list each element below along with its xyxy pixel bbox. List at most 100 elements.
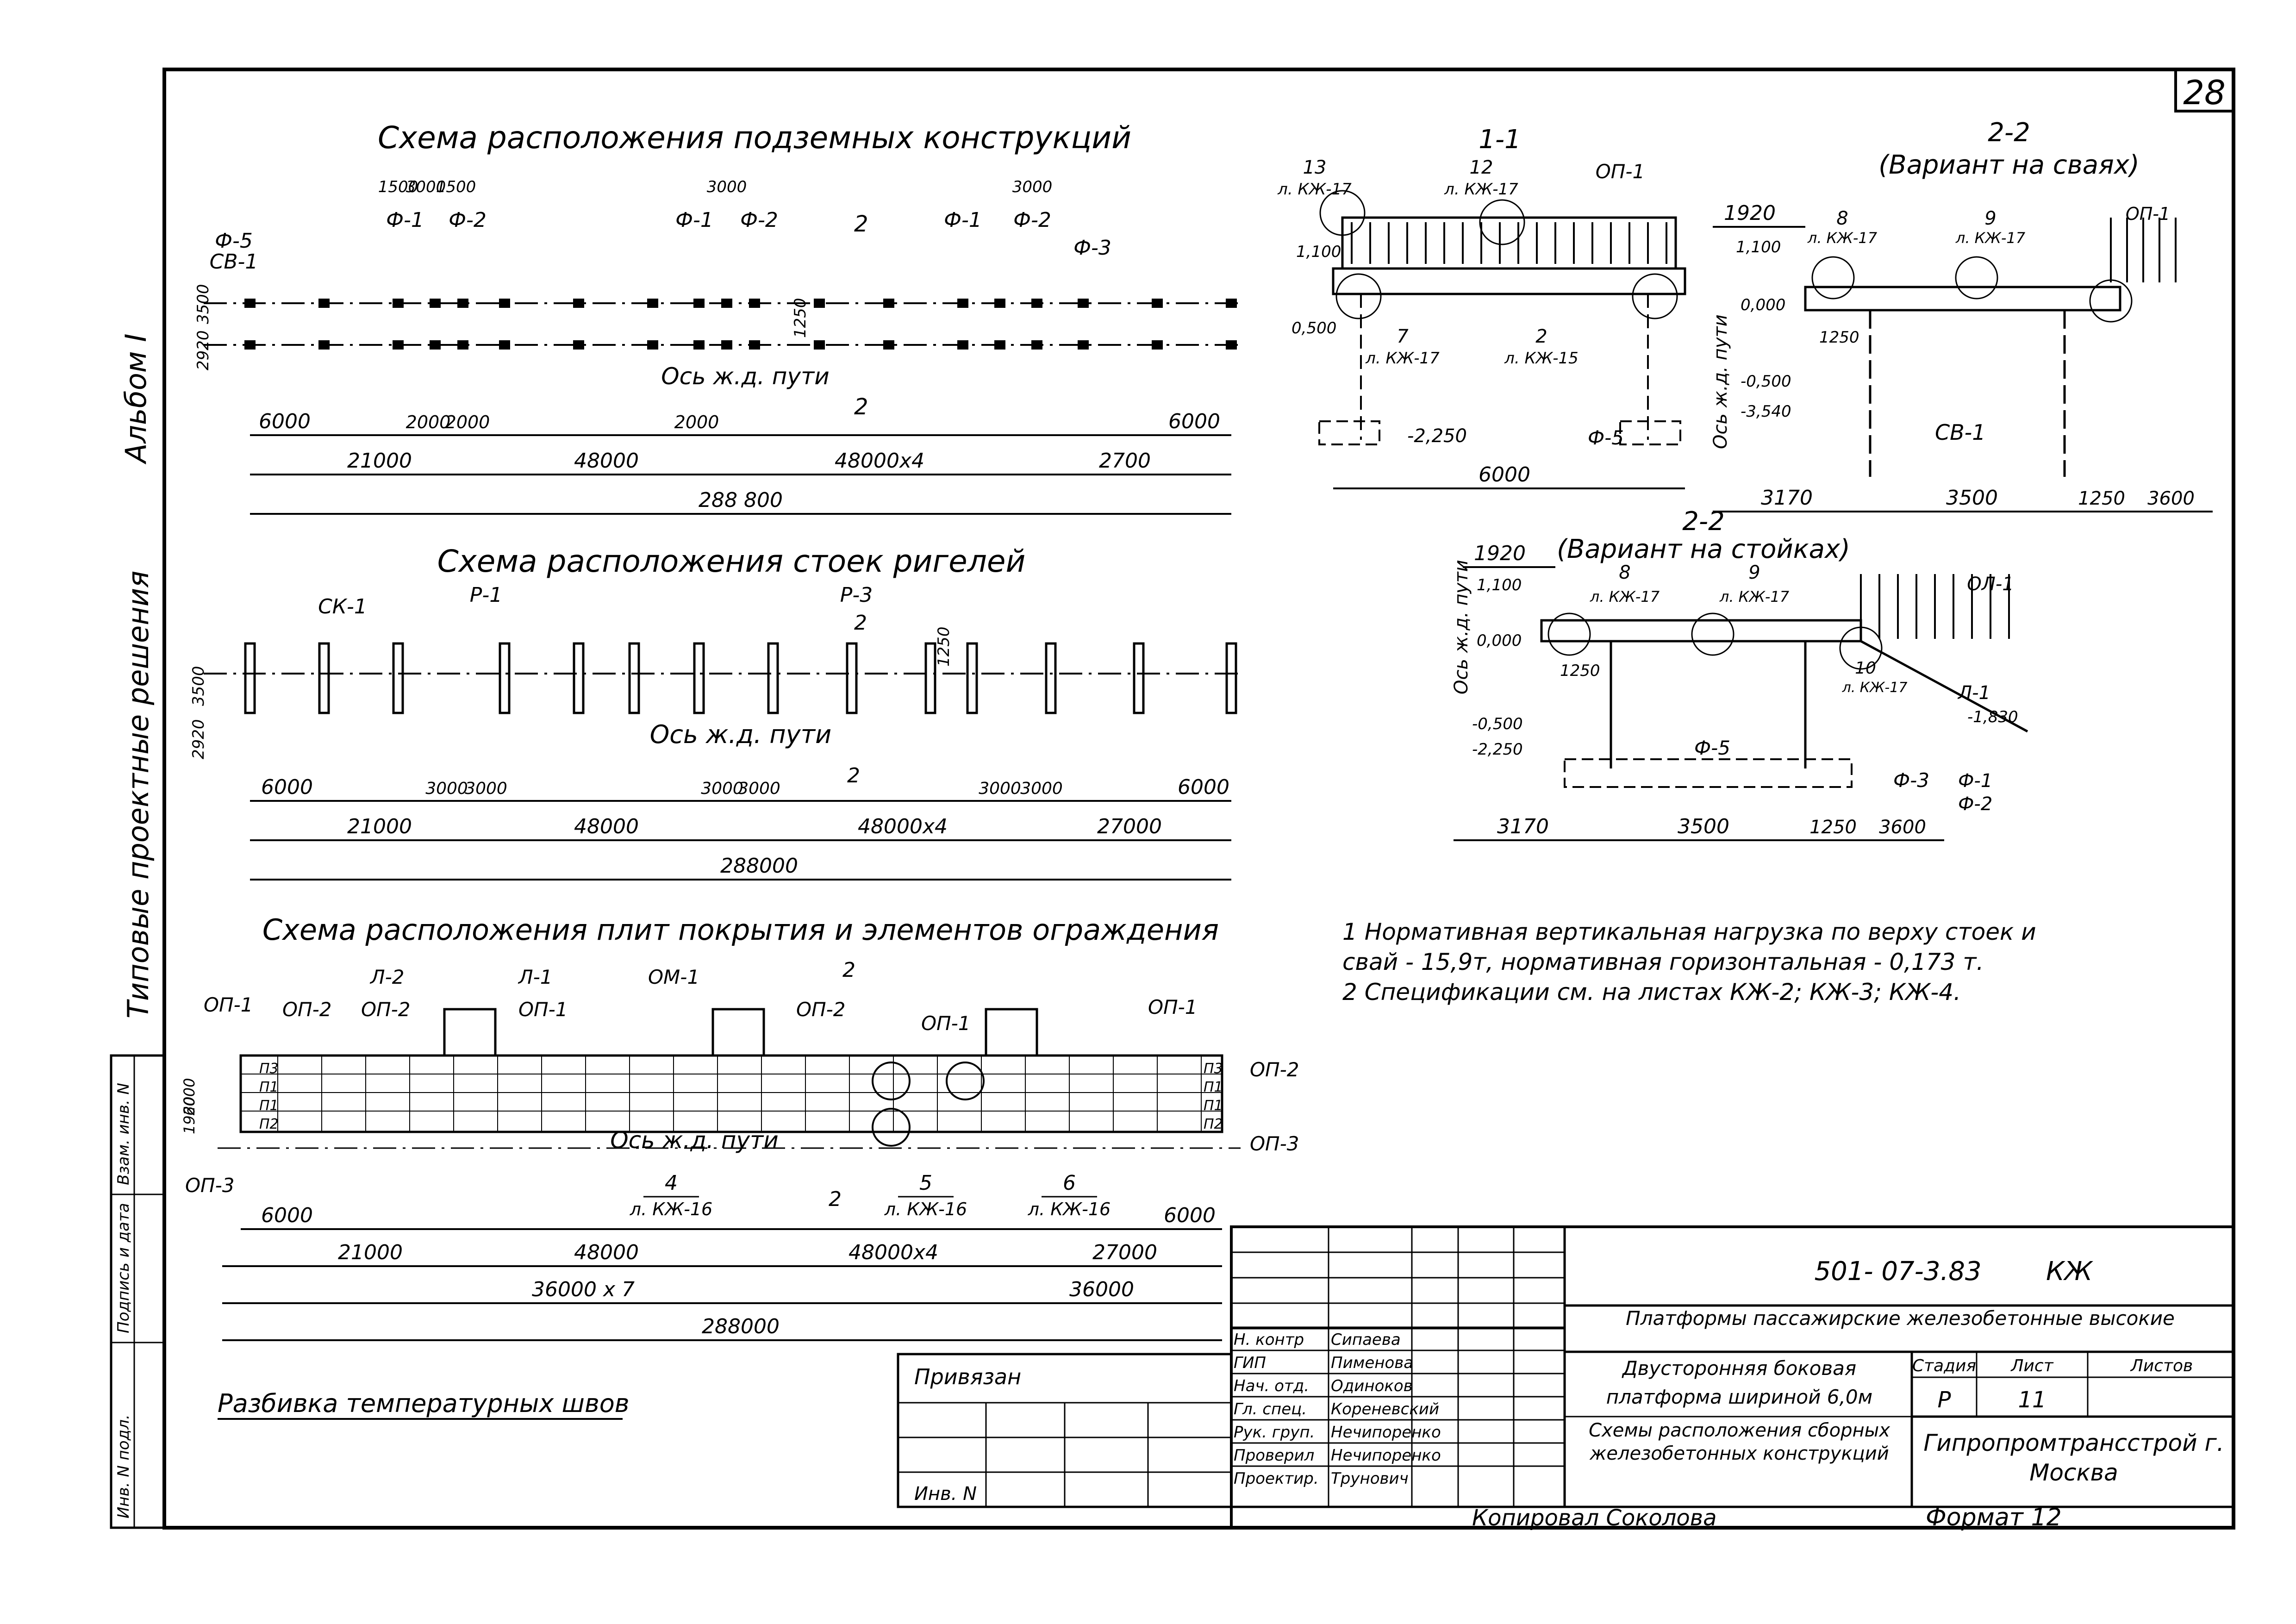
svg-text:3000: 3000 [1012,178,1053,196]
column-mark [846,642,858,714]
svg-text:-1,830: -1,830 [1967,708,2018,726]
svg-text:П1: П1 [1204,1079,1223,1095]
slabs-scheme: Схема расположения плит покрытия и элеме… [181,913,1299,1420]
svg-text:2: 2 [842,958,855,982]
svg-text:1,100: 1,100 [1477,576,1522,594]
left-strip-replace: Взам. инв. N [114,1083,133,1185]
svg-text:СВ-1: СВ-1 [210,250,258,274]
left-strip-frame [110,1054,166,1529]
pile-mark [1031,299,1042,308]
svg-text:3000: 3000 [738,779,780,798]
signer-name: Нечипоренко [1331,1423,1441,1442]
svg-text:Ф-1: Ф-1 [386,208,424,232]
svg-text:21000: 21000 [338,1241,403,1264]
note-1: 1 Нормативная вертикальная нагрузка по в… [1342,918,2036,945]
svg-text:3600: 3600 [1879,817,1926,838]
svg-text:3500: 3500 [1946,486,1998,510]
svg-text:5: 5 [919,1171,932,1195]
pile-mark [994,299,1005,308]
svg-text:3500: 3500 [194,284,212,324]
svg-text:1250: 1250 [1809,817,1857,838]
column-row [244,642,1237,714]
pile-mark [1152,340,1163,350]
pile-mark [457,340,468,350]
svg-text:1920: 1920 [1724,201,1776,225]
column-mark [628,642,640,714]
svg-text:л. КЖ-17: л. КЖ-17 [1365,349,1440,368]
svg-text:ОП-2: ОП-2 [282,998,332,1021]
pile-mark [1226,299,1237,308]
svg-text:л. КЖ-16: л. КЖ-16 [884,1199,967,1219]
pile-mark [749,299,760,308]
svg-text:2: 2 [854,394,868,420]
svg-text:11: 11 [2018,1387,2046,1413]
pile-mark [721,340,732,350]
svg-text:Ф-5: Ф-5 [1694,737,1730,759]
svg-text:3000: 3000 [701,779,743,798]
svg-text:П1: П1 [259,1098,279,1114]
svg-text:Ф-2: Ф-2 [740,208,778,232]
signer-name: Сипаева [1331,1330,1401,1349]
pile-mark [957,340,968,350]
svg-text:13: 13 [1303,157,1327,178]
column-mark [924,642,936,714]
pile-mark [647,340,658,350]
svg-text:П2: П2 [259,1116,279,1132]
pile-mark [244,299,256,308]
railing [1860,574,2010,639]
svg-text:21000: 21000 [347,815,412,838]
inv-label: Инв. N [914,1483,977,1505]
svg-text:1920: 1920 [1474,542,1526,565]
svg-text:1500: 1500 [436,178,476,196]
svg-text:1,100: 1,100 [1296,243,1341,261]
svg-text:1250: 1250 [1819,328,1859,347]
signer-name: Кореневский [1331,1400,1439,1418]
svg-text:1500: 1500 [378,178,418,196]
column-mark [1045,642,1057,714]
svg-text:Ф-3: Ф-3 [1073,236,1111,260]
svg-text:3000: 3000 [707,178,747,196]
svg-text:Ф-1: Ф-1 [1958,770,1992,792]
svg-text:Листов: Листов [2130,1356,2193,1375]
svg-text:2000: 2000 [445,412,490,432]
svg-text:Ф-2: Ф-2 [449,208,487,232]
column-mark [318,642,330,714]
note-2: 2 Спецификации см. на листах КЖ-2; КЖ-3;… [1342,979,1961,1006]
underground-axis: Ось ж.д. пути [661,363,829,390]
pile-mark [647,299,658,308]
signer-name: Пименова [1331,1354,1413,1372]
svg-text:288000: 288000 [702,1315,780,1338]
svg-text:288000: 288000 [720,854,798,878]
svg-text:27000: 27000 [1092,1241,1157,1264]
underground-scheme: Схема расположения подземных конструкций… [194,120,1241,515]
pile-mark [457,299,468,308]
svg-text:СК-1: СК-1 [318,595,367,618]
svg-text:8: 8 [1836,208,1848,229]
svg-text:-2,250: -2,250 [1407,425,1467,447]
svg-text:3000: 3000 [465,779,507,798]
pile-mark [814,340,825,350]
svg-text:2000: 2000 [674,412,719,432]
svg-text:Ф-3: Ф-3 [1893,769,1929,792]
svg-text:48000: 48000 [574,815,639,838]
column-mark [966,642,978,714]
svg-text:Ф-5: Ф-5 [1588,426,1624,449]
underground-title: Схема расположения подземных конструкций [378,120,1131,156]
column-mark [693,642,705,714]
svg-text:3000: 3000 [406,178,446,196]
format: Формат 12 [1926,1504,2062,1531]
svg-text:12: 12 [1470,157,1493,178]
pile-mark [393,340,404,350]
svg-text:1250: 1250 [2078,488,2125,509]
svg-text:2: 2 [854,211,868,237]
svg-text:9: 9 [1984,208,1996,229]
pile-mark [573,299,584,308]
role-label: Проверил [1234,1446,1314,1465]
pile-mark [749,340,760,350]
svg-text:2000: 2000 [406,412,451,432]
pile-mark [1031,340,1042,350]
pile-mark [1078,299,1089,308]
svg-text:3000: 3000 [1020,779,1063,798]
role-label: ГИП [1234,1354,1266,1372]
